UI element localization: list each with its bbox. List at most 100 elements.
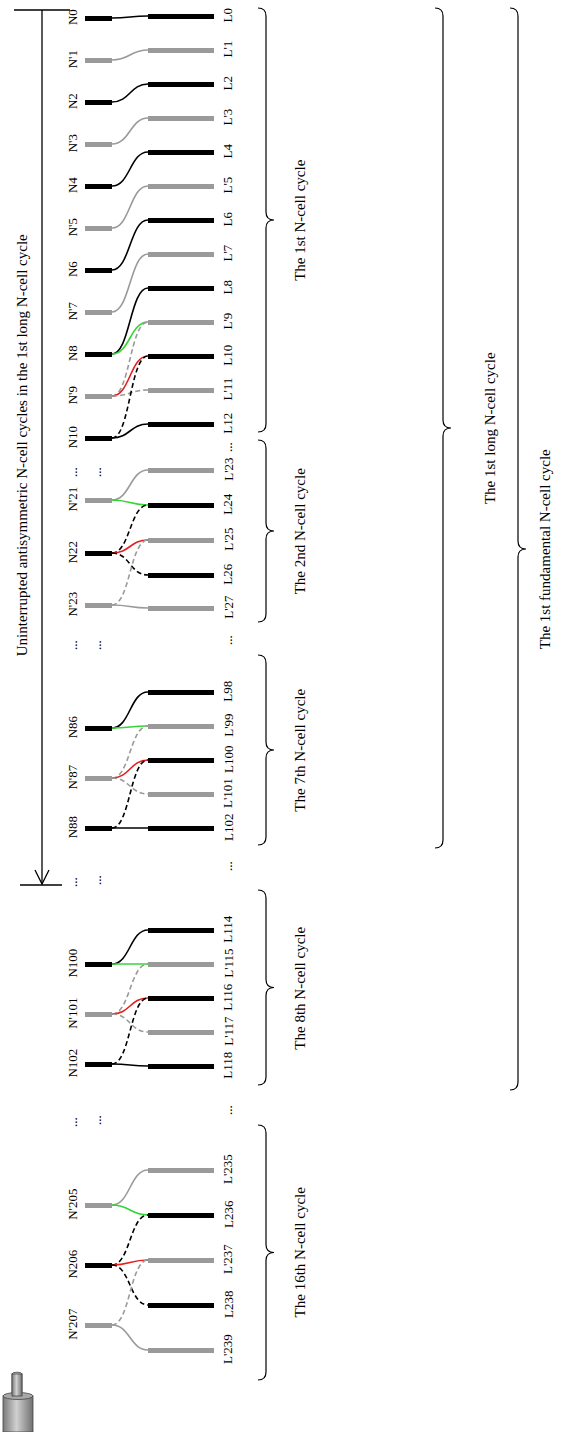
ellipsis: ... — [90, 467, 104, 477]
cell-label: L236 — [221, 1200, 235, 1227]
curly-brace — [258, 440, 274, 622]
l-cell: L'3 — [148, 111, 240, 125]
cell-label: N88 — [66, 816, 80, 838]
cell-label: N206 — [66, 1250, 80, 1279]
ellipsis: ... — [66, 640, 80, 650]
cell-connector — [112, 964, 148, 1014]
cell-label: L10 — [221, 345, 235, 366]
l-cell-bar — [148, 388, 214, 393]
n-cell: N'101 — [60, 1007, 112, 1021]
n-cell-bar — [85, 226, 112, 231]
l-cell: L'1 — [148, 43, 240, 57]
l-cell: L114 — [148, 923, 240, 937]
cell-label: L'115 — [221, 948, 235, 977]
cell-label: L2 — [221, 76, 235, 90]
cell-connector — [112, 1064, 148, 1066]
cycle-label: The 8th N-cell cycle — [292, 926, 309, 1049]
n-cell: N8 — [60, 347, 112, 361]
cell-label: L116 — [221, 984, 235, 1011]
l-cell: L118 — [148, 1059, 240, 1073]
n-cell: N'21 — [60, 493, 112, 507]
l-cell-bar — [148, 1348, 214, 1353]
cell-connector — [112, 963, 148, 965]
cell-label: N86 — [66, 716, 80, 738]
cell-connector — [112, 288, 148, 354]
n-cell: N100 — [60, 957, 112, 971]
n-cell: N'1 — [60, 53, 112, 67]
n-cell: N4 — [60, 179, 112, 193]
cell-label: N'101 — [66, 998, 80, 1029]
ellipsis: ... — [90, 1115, 104, 1125]
cell-label: L'1 — [221, 41, 235, 58]
cell-label: L24 — [221, 494, 235, 515]
n-cell: N0 — [60, 11, 112, 25]
l-cell-bar — [148, 1030, 214, 1035]
cell-label: N100 — [66, 949, 80, 978]
cell-connector — [112, 254, 148, 312]
n-cell: N206 — [60, 1258, 112, 1272]
n-cell-bar — [85, 962, 112, 967]
cell-label: L'5 — [221, 177, 235, 194]
cell-label: N'207 — [66, 1309, 80, 1340]
cell-connector — [112, 84, 148, 102]
cycle-label: The 16th N-cell cycle — [292, 1187, 309, 1317]
cell-label: L100 — [221, 745, 235, 772]
cell-connector — [112, 540, 148, 605]
l-cell-bar — [148, 468, 214, 473]
l-cell-bar — [148, 116, 214, 121]
n-cell-bar — [85, 1012, 112, 1017]
curly-brace — [258, 1125, 274, 1380]
n-cell-bar — [85, 184, 112, 189]
cell-connector — [112, 322, 148, 354]
l-cell-bar — [148, 14, 214, 19]
l-cell-bar — [148, 286, 214, 291]
n-cell: N10 — [60, 431, 112, 445]
cell-connector — [112, 553, 148, 575]
l-cell-bar — [148, 792, 214, 797]
cell-connector — [112, 760, 148, 828]
cell-connector — [112, 726, 148, 728]
cell-label: L0 — [221, 8, 235, 22]
cell-connector — [112, 505, 148, 553]
cell-label: L'9 — [221, 313, 235, 330]
l-cell-bar — [148, 503, 214, 508]
l-cell-bar — [148, 1213, 214, 1218]
ellipsis: ... — [221, 635, 235, 645]
l-cell-bar — [148, 422, 214, 427]
ellipsis: ... — [90, 640, 104, 650]
l-cell: L'5 — [148, 179, 240, 193]
l-cell: L'23 — [148, 463, 240, 477]
l-cell: L'7 — [148, 247, 240, 261]
cell-connector — [112, 424, 148, 438]
n-cell-bar — [85, 551, 112, 556]
cell-label: L'11 — [221, 378, 235, 401]
curly-brace — [258, 655, 274, 845]
l-cell-bar — [148, 1064, 214, 1069]
cell-label: N'1 — [66, 50, 80, 68]
cell-label: L4 — [221, 144, 235, 158]
ellipsis: ... — [90, 875, 104, 885]
l-cell: L4 — [148, 145, 240, 159]
n-cell: N'3 — [60, 137, 112, 151]
cell-label: L'235 — [221, 1154, 235, 1184]
cell-connector — [112, 1260, 148, 1265]
cell-connector — [112, 16, 148, 18]
cell-connector — [112, 152, 148, 186]
l-cell-bar — [148, 354, 214, 359]
ellipsis: ... — [66, 467, 80, 477]
cycle-label: The 1st fundamental N-cell cycle — [537, 449, 554, 649]
l-cell: L98 — [148, 685, 240, 699]
cable-core — [12, 1374, 22, 1396]
l-cell: L'99 — [148, 719, 240, 733]
cell-label: L'239 — [221, 1334, 235, 1364]
n-cell: N'9 — [60, 389, 112, 403]
l-cell-bar — [148, 573, 214, 578]
cell-label: L98 — [221, 681, 235, 702]
cycle-label: The 1st long N-cell cycle — [482, 352, 499, 504]
n-cell-bar — [85, 310, 112, 315]
cell-label: L238 — [221, 1290, 235, 1317]
cell-label: L12 — [221, 413, 235, 434]
l-cell-bar — [148, 928, 214, 933]
cell-connector — [112, 1260, 148, 1325]
